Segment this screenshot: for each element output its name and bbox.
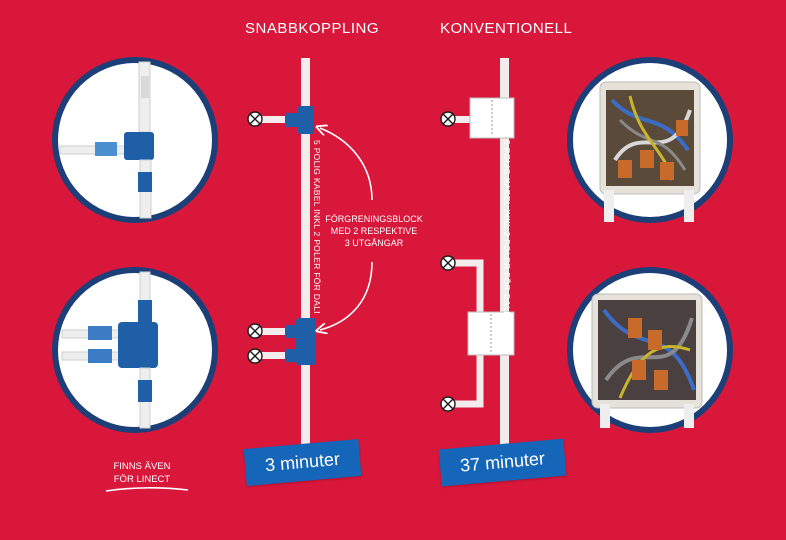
main-cable-right <box>500 58 509 458</box>
heading-quick-connect: SNABBKOPPLING <box>245 20 380 37</box>
branch-block-note: FÖRGRENINGSBLOCK MED 2 RESPEKTIVE 3 UTGÅ… <box>320 213 428 249</box>
linect-note-line-2: FÖR LINECT <box>113 474 171 485</box>
underline-stroke <box>105 487 189 492</box>
cable-label-right: 5 POLIG KABEL INKL 2 POLER FÖR DALI <box>502 140 512 314</box>
branch-block-2-way <box>298 106 314 134</box>
branch-note-line-3: 3 UTGÅNGAR <box>344 238 404 248</box>
lamp-icon <box>440 396 456 412</box>
branch-block-3-way <box>296 318 316 365</box>
lamp-icon <box>440 111 456 127</box>
photo-quick-connect-top <box>52 57 218 223</box>
photo-conventional-bottom <box>567 267 733 433</box>
conventional-diagram <box>440 58 515 458</box>
linect-note-line-1: FINNS ÄVEN <box>113 461 171 472</box>
arrow-up-icon <box>320 128 373 201</box>
photo-conventional-top <box>567 57 733 223</box>
linect-note: FINNS ÄVEN FÖR LINECT <box>97 460 187 486</box>
lamp-icon <box>247 323 263 339</box>
photo-quick-connect-bottom <box>52 267 218 433</box>
lamp-icon <box>440 255 456 271</box>
branch-note-line-1: FÖRGRENINGSBLOCK <box>325 214 423 224</box>
quick-connect-diagram <box>247 58 373 458</box>
lamp-icon <box>247 111 263 127</box>
heading-conventional: KONVENTIONELL <box>440 20 573 37</box>
branch-note-line-2: MED 2 RESPEKTIVE <box>330 226 418 236</box>
arrow-down-icon <box>320 261 373 330</box>
lamp-icon <box>247 348 263 364</box>
main-cable-left <box>301 58 310 458</box>
